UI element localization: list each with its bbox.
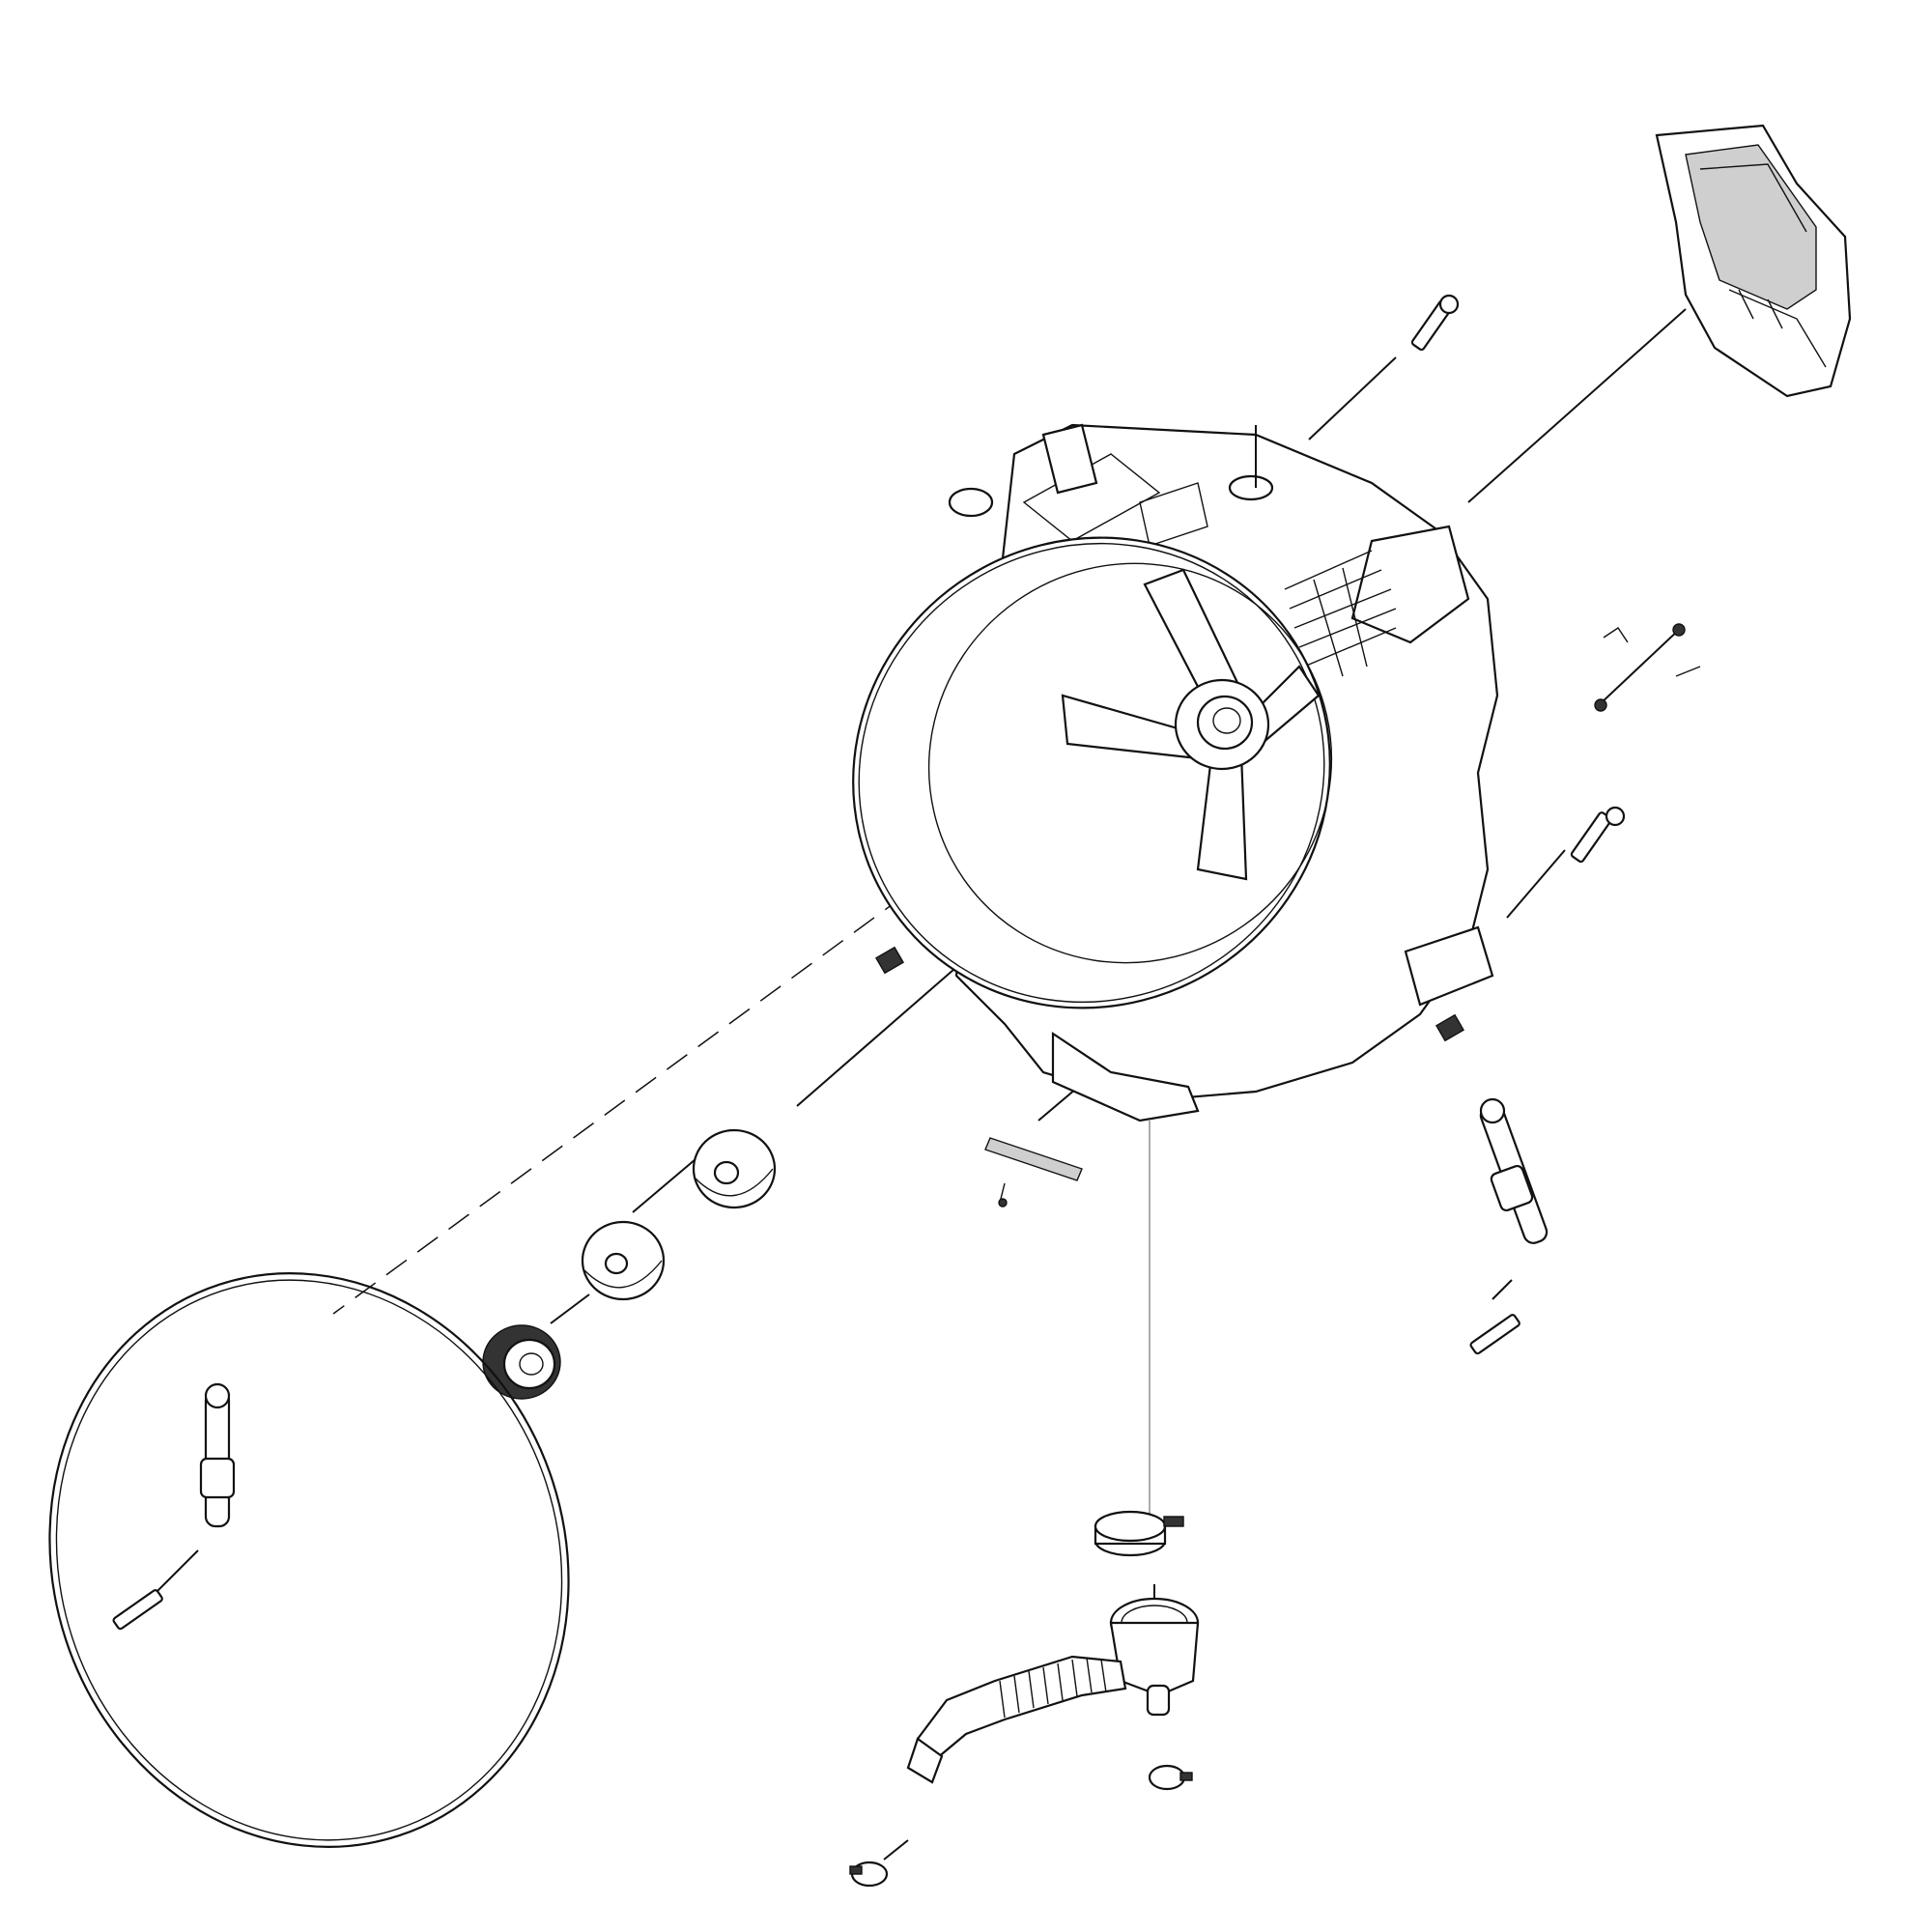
spacer-washer-small: [581, 1220, 666, 1301]
top-handle: [1139, 482, 1208, 547]
damper-left: [112, 1382, 236, 1631]
hub-bearing: [1196, 695, 1254, 751]
bottom-clip-bar: [984, 1137, 1083, 1208]
tub-housing: [852, 423, 1499, 1122]
bolt-right: [1570, 806, 1626, 864]
rod-assembly-right: [1594, 623, 1701, 712]
spacer-washer-large: [692, 1128, 777, 1209]
counterweight-bracket: [1655, 124, 1852, 398]
damper-right-leader-line: [1492, 1279, 1513, 1300]
hose-clamp-small-left: [849, 1861, 889, 1888]
bolt-right-leader-line: [1506, 849, 1566, 919]
bearing-seal: [482, 1324, 561, 1400]
washer-leader-line: [632, 1158, 696, 1213]
bolt-top: [1410, 294, 1460, 352]
bolt-top-leader-line: [1308, 356, 1397, 440]
bottom-bracket: [1051, 1031, 1200, 1122]
drain-sump: [1109, 1597, 1200, 1717]
drain-bellows-hose: [906, 1655, 1127, 1784]
motor-housing: [1350, 525, 1470, 644]
main-axis-line: [332, 666, 1218, 1315]
top-vent-port: [1228, 474, 1274, 501]
rear-bottom-bracket: [1404, 925, 1494, 1007]
hose-clamp-leader-line: [883, 1839, 909, 1861]
seal-leader-line: [550, 1293, 590, 1324]
hose-clamp-small-right: [1148, 1764, 1193, 1791]
damper-right: [1469, 1097, 1548, 1355]
bracket-leader-line: [1467, 308, 1687, 503]
top-inlet-port: [948, 487, 994, 518]
small-clip-left: [875, 946, 904, 975]
motor-vents: [1284, 550, 1397, 677]
drain-hose-clamp: [1094, 1510, 1184, 1557]
door-gasket-ring: [48, 1272, 570, 1848]
small-clip-right: [1435, 1013, 1464, 1042]
bellows-ribs: [999, 1657, 1107, 1719]
top-side-boss: [1041, 423, 1098, 495]
